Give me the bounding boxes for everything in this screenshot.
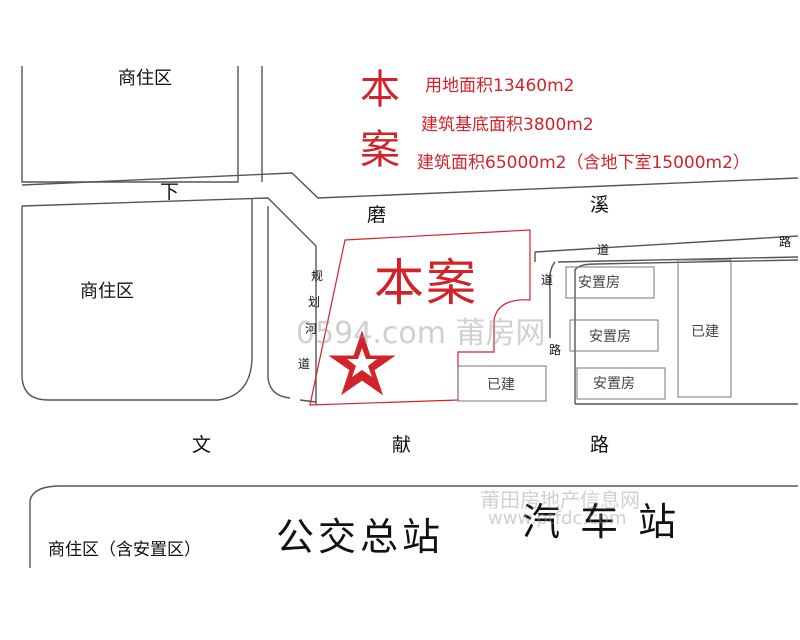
building-label-resettlement: 安置房 xyxy=(578,275,620,291)
watermark-center: 0594.com 莆房网 xyxy=(296,316,546,351)
road-label-xia: 下 xyxy=(160,181,180,203)
project-stat-gross-area: 建筑面积65000m2（含地下室15000m2） xyxy=(417,153,750,173)
road-label-mo: 磨 xyxy=(367,204,387,226)
block-label-top-left: 商住区 xyxy=(118,68,172,89)
building-box xyxy=(569,319,659,352)
side-road-char: 路 xyxy=(779,235,792,249)
side-road-char: 路 xyxy=(549,343,562,357)
building-label-built: 已建 xyxy=(691,324,719,340)
project-stat-footprint: 建筑基底面积3800m2 xyxy=(421,115,594,135)
project-title-an: 案 xyxy=(360,127,400,173)
road-label-xi: 溪 xyxy=(590,194,610,216)
site-outline xyxy=(309,229,531,406)
building-box xyxy=(677,259,732,398)
building-label-resettlement: 安置房 xyxy=(589,329,631,345)
landmark-coach-station: 汽 车 站 xyxy=(522,500,681,544)
block-outline-top-left xyxy=(21,66,239,183)
road-label-wen: 文 xyxy=(192,434,212,456)
road-edge xyxy=(299,399,317,403)
road-edge xyxy=(21,197,317,405)
building-label-built: 已建 xyxy=(487,377,515,393)
site-label: 本案 xyxy=(374,254,478,312)
river-road-char: 河 xyxy=(305,322,318,336)
side-road-char: 道 xyxy=(597,243,610,257)
block-outline-left xyxy=(21,198,253,401)
river-road-char: 划 xyxy=(308,295,321,309)
building-box xyxy=(576,367,666,400)
landmark-bus-station: 公交总站 xyxy=(276,515,445,559)
side-road-char: 道 xyxy=(541,273,554,287)
watermark-site-url: www.ptfdc.com xyxy=(488,508,627,529)
building-box xyxy=(565,266,655,299)
building-label-resettlement: 安置房 xyxy=(593,376,635,392)
road-edge xyxy=(21,172,799,199)
road-label-xian: 献 xyxy=(392,434,412,456)
road-edge xyxy=(29,485,798,568)
river-road-char: 规 xyxy=(311,269,324,283)
project-title-ben: 本 xyxy=(360,67,400,113)
watermark-site-name: 莆田房地产信息网 xyxy=(480,488,640,512)
lot-outline xyxy=(534,235,799,253)
block-label-bottom-left: 商住区（含安置区） xyxy=(48,540,201,560)
road-edge xyxy=(267,206,291,399)
project-stat-land-area: 用地面积13460m2 xyxy=(425,76,575,96)
building-box xyxy=(457,365,547,402)
block-label-mid-left: 商住区 xyxy=(80,281,134,302)
lot-outline xyxy=(574,259,799,404)
lot-outline xyxy=(548,261,556,338)
road-label-lu: 路 xyxy=(590,434,610,456)
river-road-char: 道 xyxy=(298,357,311,371)
